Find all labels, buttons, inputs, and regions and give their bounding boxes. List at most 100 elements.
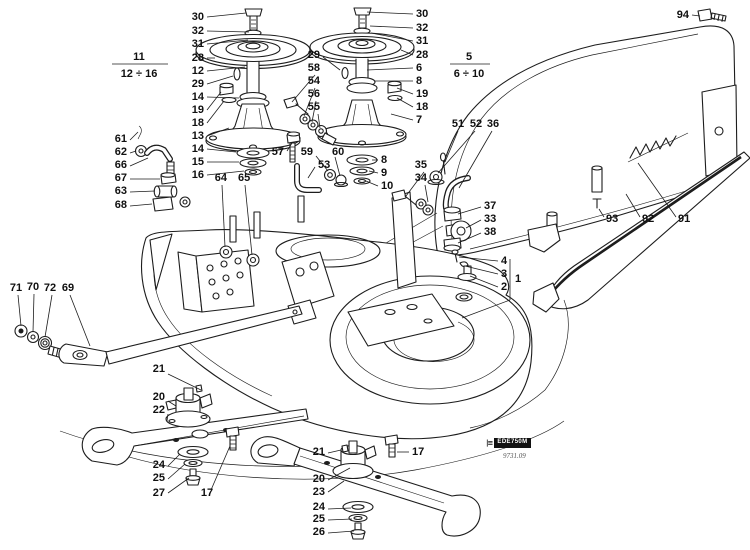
leader-line-32 [207, 31, 249, 32]
leader-line-14 [207, 97, 239, 98]
callout-92: 92 [642, 213, 654, 225]
mid-hardware [284, 97, 348, 190]
callout-55: 55 [308, 101, 320, 113]
leader-line-72 [45, 295, 52, 337]
callout-19: 19 [416, 88, 428, 100]
leader-line-20 [168, 401, 176, 406]
callout-62: 62 [115, 146, 127, 158]
leader-line-7 [391, 114, 413, 120]
leader-line-53 [308, 167, 315, 178]
leader-line-33 [466, 220, 481, 228]
callout-18: 18 [192, 117, 204, 129]
callout-65: 65 [238, 172, 250, 184]
leader-line-31 [207, 40, 248, 44]
callout-21: 21 [153, 363, 165, 375]
leader-line-24 [168, 454, 180, 466]
screw-93 [593, 199, 601, 208]
logo-mark-icon: |≡ [486, 439, 493, 447]
bolt-58 [284, 97, 298, 108]
fraction-numerator: 5 [466, 51, 472, 63]
washer-70 [28, 332, 39, 343]
bolt-30 [354, 8, 371, 15]
washer-25 [349, 515, 367, 522]
leader-line-37 [458, 207, 481, 214]
grommet-52 [430, 171, 442, 183]
leader-line-34 [425, 185, 428, 202]
pivot-bracket [282, 252, 334, 308]
rear-plate-assembly [533, 133, 750, 312]
leader-line-21 [328, 450, 341, 453]
leader-line-71 [18, 295, 21, 326]
leader-line-29 [207, 76, 233, 84]
callout-91: 91 [678, 213, 690, 225]
washer-34 [416, 199, 426, 209]
deck-stud [230, 216, 236, 242]
leader-line-23 [328, 481, 344, 492]
callout-93: 93 [606, 213, 618, 225]
leader-line-17 [211, 446, 230, 490]
callout-38: 38 [484, 226, 496, 238]
callout-52: 52 [470, 118, 482, 130]
callout-4: 4 [501, 255, 508, 267]
leader-line-22 [167, 414, 168, 421]
leader-line-65 [245, 185, 252, 255]
callout-36: 36 [487, 118, 499, 130]
key-6 [342, 68, 348, 79]
leader-line-25 [168, 464, 185, 479]
callout-70: 70 [27, 281, 39, 293]
leader-line-9 [369, 171, 378, 173]
cotter-pin-61 [138, 126, 141, 139]
comb-strip [630, 136, 676, 158]
leader-line-91 [638, 163, 676, 217]
callout-24: 24 [313, 501, 326, 513]
leader-line-30 [207, 13, 246, 17]
key-21 [196, 385, 202, 392]
callout-13: 13 [192, 130, 204, 142]
callout-12: 12 [192, 65, 204, 77]
callout-6: 6 [416, 62, 422, 74]
callout-20: 20 [313, 473, 325, 485]
callout-3: 3 [501, 268, 507, 280]
callout-34: 34 [415, 172, 428, 184]
callout-51: 51 [452, 118, 464, 130]
leader-line-61 [130, 132, 138, 140]
leader-line-13 [207, 128, 229, 136]
lift-rod-assembly [15, 306, 302, 366]
spindle-shaft [247, 62, 259, 95]
leader-line-57 [287, 143, 292, 151]
leader-line-58 [292, 75, 315, 102]
leader-line-12 [207, 67, 245, 71]
callout-64: 64 [215, 172, 228, 184]
bolt-35 [392, 190, 406, 201]
blade-drum [330, 276, 530, 404]
deck-stud [254, 212, 260, 238]
washer-15 [240, 159, 266, 167]
leader-line-36 [459, 131, 492, 188]
brand-name: EDE750M [494, 438, 531, 448]
callout-61: 61 [115, 133, 127, 145]
leader-line-93 [599, 209, 604, 217]
deck-stud [298, 196, 304, 222]
leader-line-2 [470, 276, 498, 287]
spindle-assembly-right [310, 8, 414, 184]
callout-17: 17 [412, 446, 424, 458]
callout-16: 16 [192, 169, 204, 181]
leader-line-3 [465, 266, 498, 274]
callout-9: 9 [381, 167, 387, 179]
lift-rod [106, 306, 302, 364]
leader-line-6 [367, 68, 413, 70]
bracket-68 [153, 197, 173, 211]
leader-line-26 [328, 531, 354, 533]
callout-30: 30 [416, 8, 428, 20]
callout-layer: 3032312812291419181314151630323128681918… [10, 8, 700, 538]
leader-line-51 [445, 131, 458, 162]
leader-line-70 [33, 294, 34, 332]
clip-3 [460, 262, 468, 267]
callout-18: 18 [416, 101, 428, 113]
callout-8: 8 [416, 75, 422, 87]
rear-plate-post [592, 168, 602, 192]
callout-28: 28 [192, 52, 204, 64]
bolt-17 [385, 435, 398, 445]
